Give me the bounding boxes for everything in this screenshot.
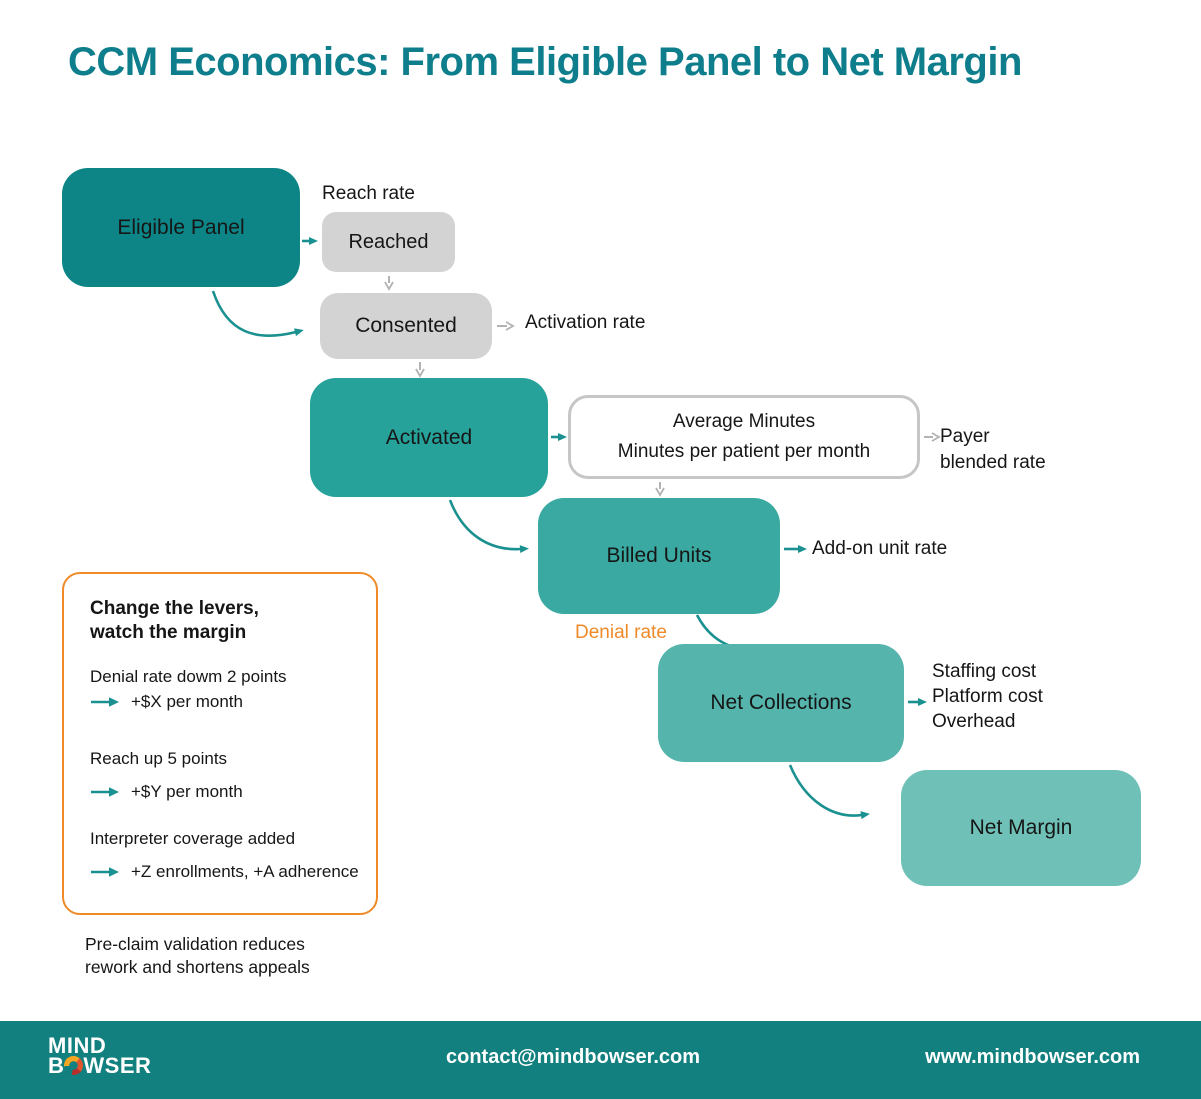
mindbowser-logo: MIND B WSER <box>48 1033 152 1078</box>
lever-item-value: +$Y per month <box>131 782 243 801</box>
arrow-collections-to-margin-curve <box>788 764 870 820</box>
logo-line1: MIND <box>48 1033 107 1058</box>
payer-blended-rate-label: Payer blended rate <box>940 424 1046 476</box>
payer-line2: blended rate <box>940 452 1046 473</box>
node-reached: Reached <box>322 212 455 272</box>
node-billed-units: Billed Units <box>538 498 780 614</box>
levers-panel: Change the levers, watch the margin Deni… <box>62 572 378 915</box>
lever-arrow-icon <box>91 787 119 797</box>
avg-minutes-line1: Average Minutes <box>672 411 816 432</box>
lever-item-value-row: +$Y per month <box>90 782 243 802</box>
avg-minutes-line2: Minutes per patient per month <box>617 441 871 462</box>
costs-line3: Overhead <box>932 711 1016 732</box>
node-activated: Activated <box>310 378 548 497</box>
preclaim-note: Pre-claim validation reduces rework and … <box>85 933 310 979</box>
lever-item-value-row: +Z enrollments, +A adherence <box>90 862 359 882</box>
payer-line1: Payer <box>940 426 990 447</box>
levers-heading-line1: Change the levers, <box>90 598 259 619</box>
levers-panel-heading: Change the levers, watch the margin <box>90 597 259 645</box>
logo-line2-pre: B <box>48 1053 65 1078</box>
costs-line1: Staffing cost <box>932 661 1037 682</box>
lever-item-label: Interpreter coverage added <box>90 829 296 848</box>
arrow-activated-to-billed-curve <box>448 499 529 554</box>
costs-label: Staffing cost Platform cost Overhead <box>932 659 1043 734</box>
node-reached-label: Reached <box>348 230 429 253</box>
lever-arrow-icon <box>91 867 119 877</box>
costs-line2: Platform cost <box>932 686 1043 707</box>
denial-rate-label: Denial rate <box>575 622 667 643</box>
node-net-margin-label: Net Margin <box>969 816 1073 839</box>
node-consented: Consented <box>320 293 492 359</box>
contact-email: contact@mindbowser.com <box>446 1046 700 1068</box>
node-activated-label: Activated <box>385 425 473 449</box>
node-net-collections: Net Collections <box>658 644 904 762</box>
preclaim-note-line1: Pre-claim validation reduces <box>85 934 305 954</box>
node-average-minutes: Average Minutes Minutes per patient per … <box>568 395 920 479</box>
preclaim-note-line2: rework and shortens appeals <box>85 957 310 977</box>
lever-item-label: Reach up 5 points <box>90 749 228 768</box>
lever-item-label: Denial rate dowm 2 points <box>90 667 287 686</box>
lever-item-value: +$X per month <box>131 692 243 711</box>
node-net-margin: Net Margin <box>901 770 1141 886</box>
node-net-collections-label: Net Collections <box>710 691 852 714</box>
node-consented-label: Consented <box>355 314 457 337</box>
reach-rate-label: Reach rate <box>322 183 415 204</box>
lever-arrow-icon <box>91 697 119 707</box>
lever-item-value-row: +$X per month <box>90 692 243 712</box>
node-billed-units-label: Billed Units <box>606 544 712 567</box>
logo-line2: B WSER <box>48 1053 152 1078</box>
page-title: CCM Economics: From Eligible Panel to Ne… <box>68 40 1022 84</box>
footer-bar: MIND B WSER contact@mindbowser.com www.mi… <box>0 1021 1201 1099</box>
addon-unit-rate-label: Add-on unit rate <box>812 538 948 559</box>
logo-line2-post: WSER <box>83 1053 152 1078</box>
node-eligible-panel: Eligible Panel <box>62 168 300 287</box>
activation-rate-label: Activation rate <box>525 312 646 333</box>
website-url: www.mindbowser.com <box>925 1046 1140 1068</box>
node-eligible-panel-label: Eligible Panel <box>117 215 245 239</box>
levers-heading-line2: watch the margin <box>90 622 247 643</box>
logo-swirl-o-icon <box>64 1056 84 1075</box>
lever-item-value: +Z enrollments, +A adherence <box>131 862 359 881</box>
arrow-eligible-to-consented-curve <box>211 290 304 337</box>
